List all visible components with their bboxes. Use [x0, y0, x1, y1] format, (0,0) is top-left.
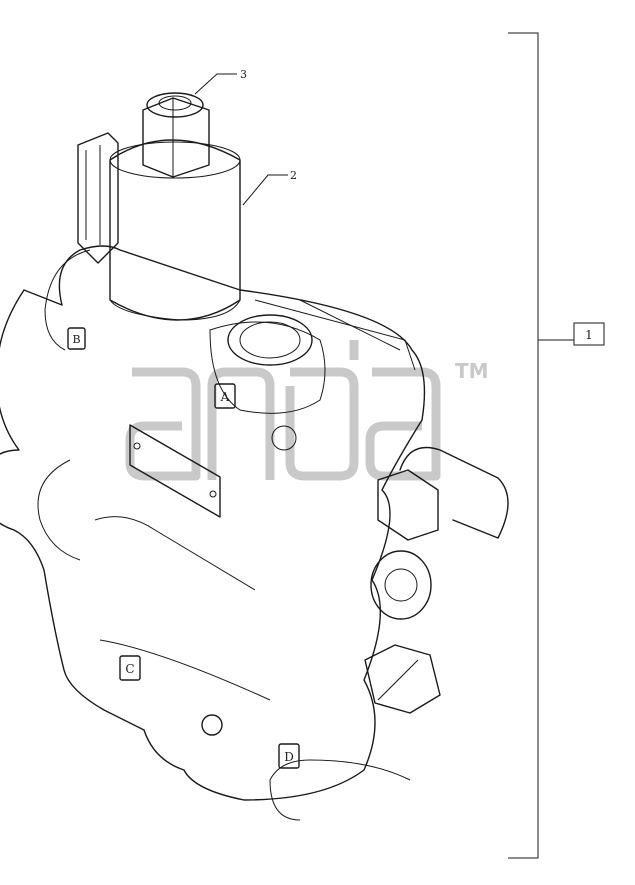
- leader-lines: [194, 73, 288, 206]
- port-marking-d: D: [278, 743, 300, 769]
- side-fitting: [370, 446, 509, 620]
- nameplate: [129, 424, 221, 518]
- port-marking-a: A: [214, 383, 236, 409]
- valve-body: [0, 245, 426, 821]
- port-a-label: A: [220, 390, 230, 404]
- callout-3: 3: [240, 68, 247, 81]
- electrical-connector: [77, 132, 119, 264]
- port-marking-b: B: [67, 327, 86, 350]
- port-b-label: B: [72, 333, 80, 346]
- hex-plug: [364, 644, 441, 714]
- port-c-label: C: [125, 662, 134, 676]
- callout-1: 1: [585, 328, 593, 342]
- mounting-hole: [201, 714, 223, 736]
- watermark-trademark: TM: [455, 359, 489, 383]
- callout-2: 2: [290, 169, 297, 182]
- port-marking-c: C: [119, 655, 141, 681]
- port-d-label: D: [284, 750, 294, 764]
- assembly-bracket: 1: [508, 32, 605, 859]
- solenoid-coil: [109, 139, 241, 321]
- coil-nut: [142, 92, 210, 178]
- watermark-logo: TM: [125, 340, 489, 481]
